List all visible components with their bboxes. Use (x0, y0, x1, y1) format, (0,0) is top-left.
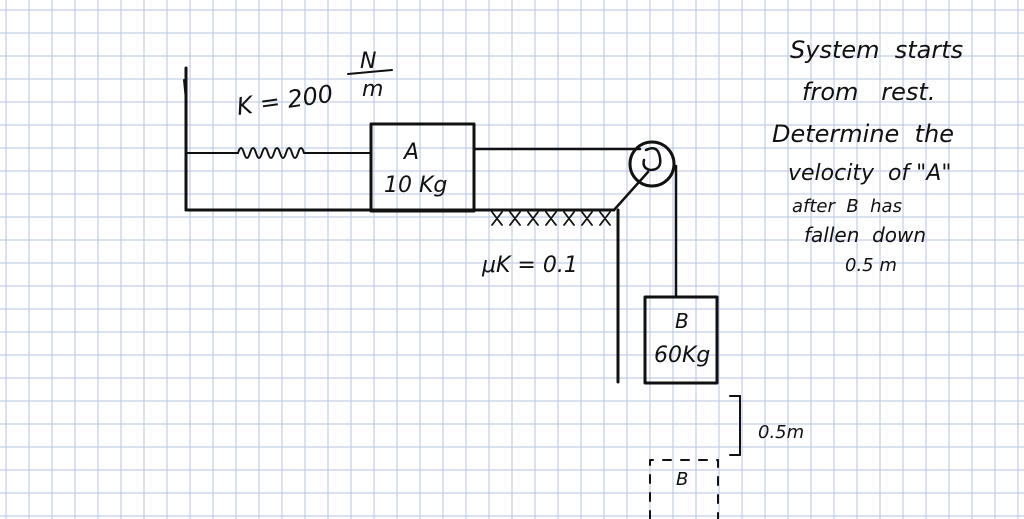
problem-line: fallen down (804, 223, 926, 247)
pulley (612, 140, 676, 384)
spring-unit-denominator: m (362, 77, 383, 102)
problem-line: after B has (792, 196, 902, 217)
friction-coefficient-label: μK = 0.1 (481, 253, 578, 278)
block-b-mass: 60Kg (654, 343, 710, 368)
friction-hatch (491, 211, 611, 226)
hatch-marks (491, 211, 611, 226)
spring-coils (237, 147, 305, 159)
drop-distance-bracket (729, 395, 741, 456)
block-b-final-name: B (676, 469, 688, 490)
problem-statement: System starts from rest. Determine the velo… (772, 36, 963, 276)
problem-line: velocity of "A" (788, 161, 951, 186)
wall-mark (183, 79, 187, 101)
spring (185, 147, 371, 159)
problem-line: Determine the (772, 120, 954, 148)
block-b (643, 295, 719, 385)
pulley-hub (642, 147, 662, 172)
block-b-name: B (675, 309, 689, 333)
block-b-final-position (649, 459, 719, 519)
block-a-name: A (402, 140, 419, 165)
pulley-support (612, 170, 650, 212)
block-b-final-outline (649, 459, 719, 519)
block-a (369, 122, 476, 213)
pulley-wheel (628, 140, 676, 188)
problem-line: System starts (790, 36, 963, 64)
drop-distance-label: 0.5m (758, 422, 804, 443)
block-a-mass: 10 Kg (384, 173, 447, 198)
spring-unit-fraction-bar (347, 69, 393, 75)
problem-line: from rest. (802, 78, 935, 106)
spring-unit-numerator: N (360, 49, 376, 74)
problem-line: 0.5 m (845, 255, 897, 276)
